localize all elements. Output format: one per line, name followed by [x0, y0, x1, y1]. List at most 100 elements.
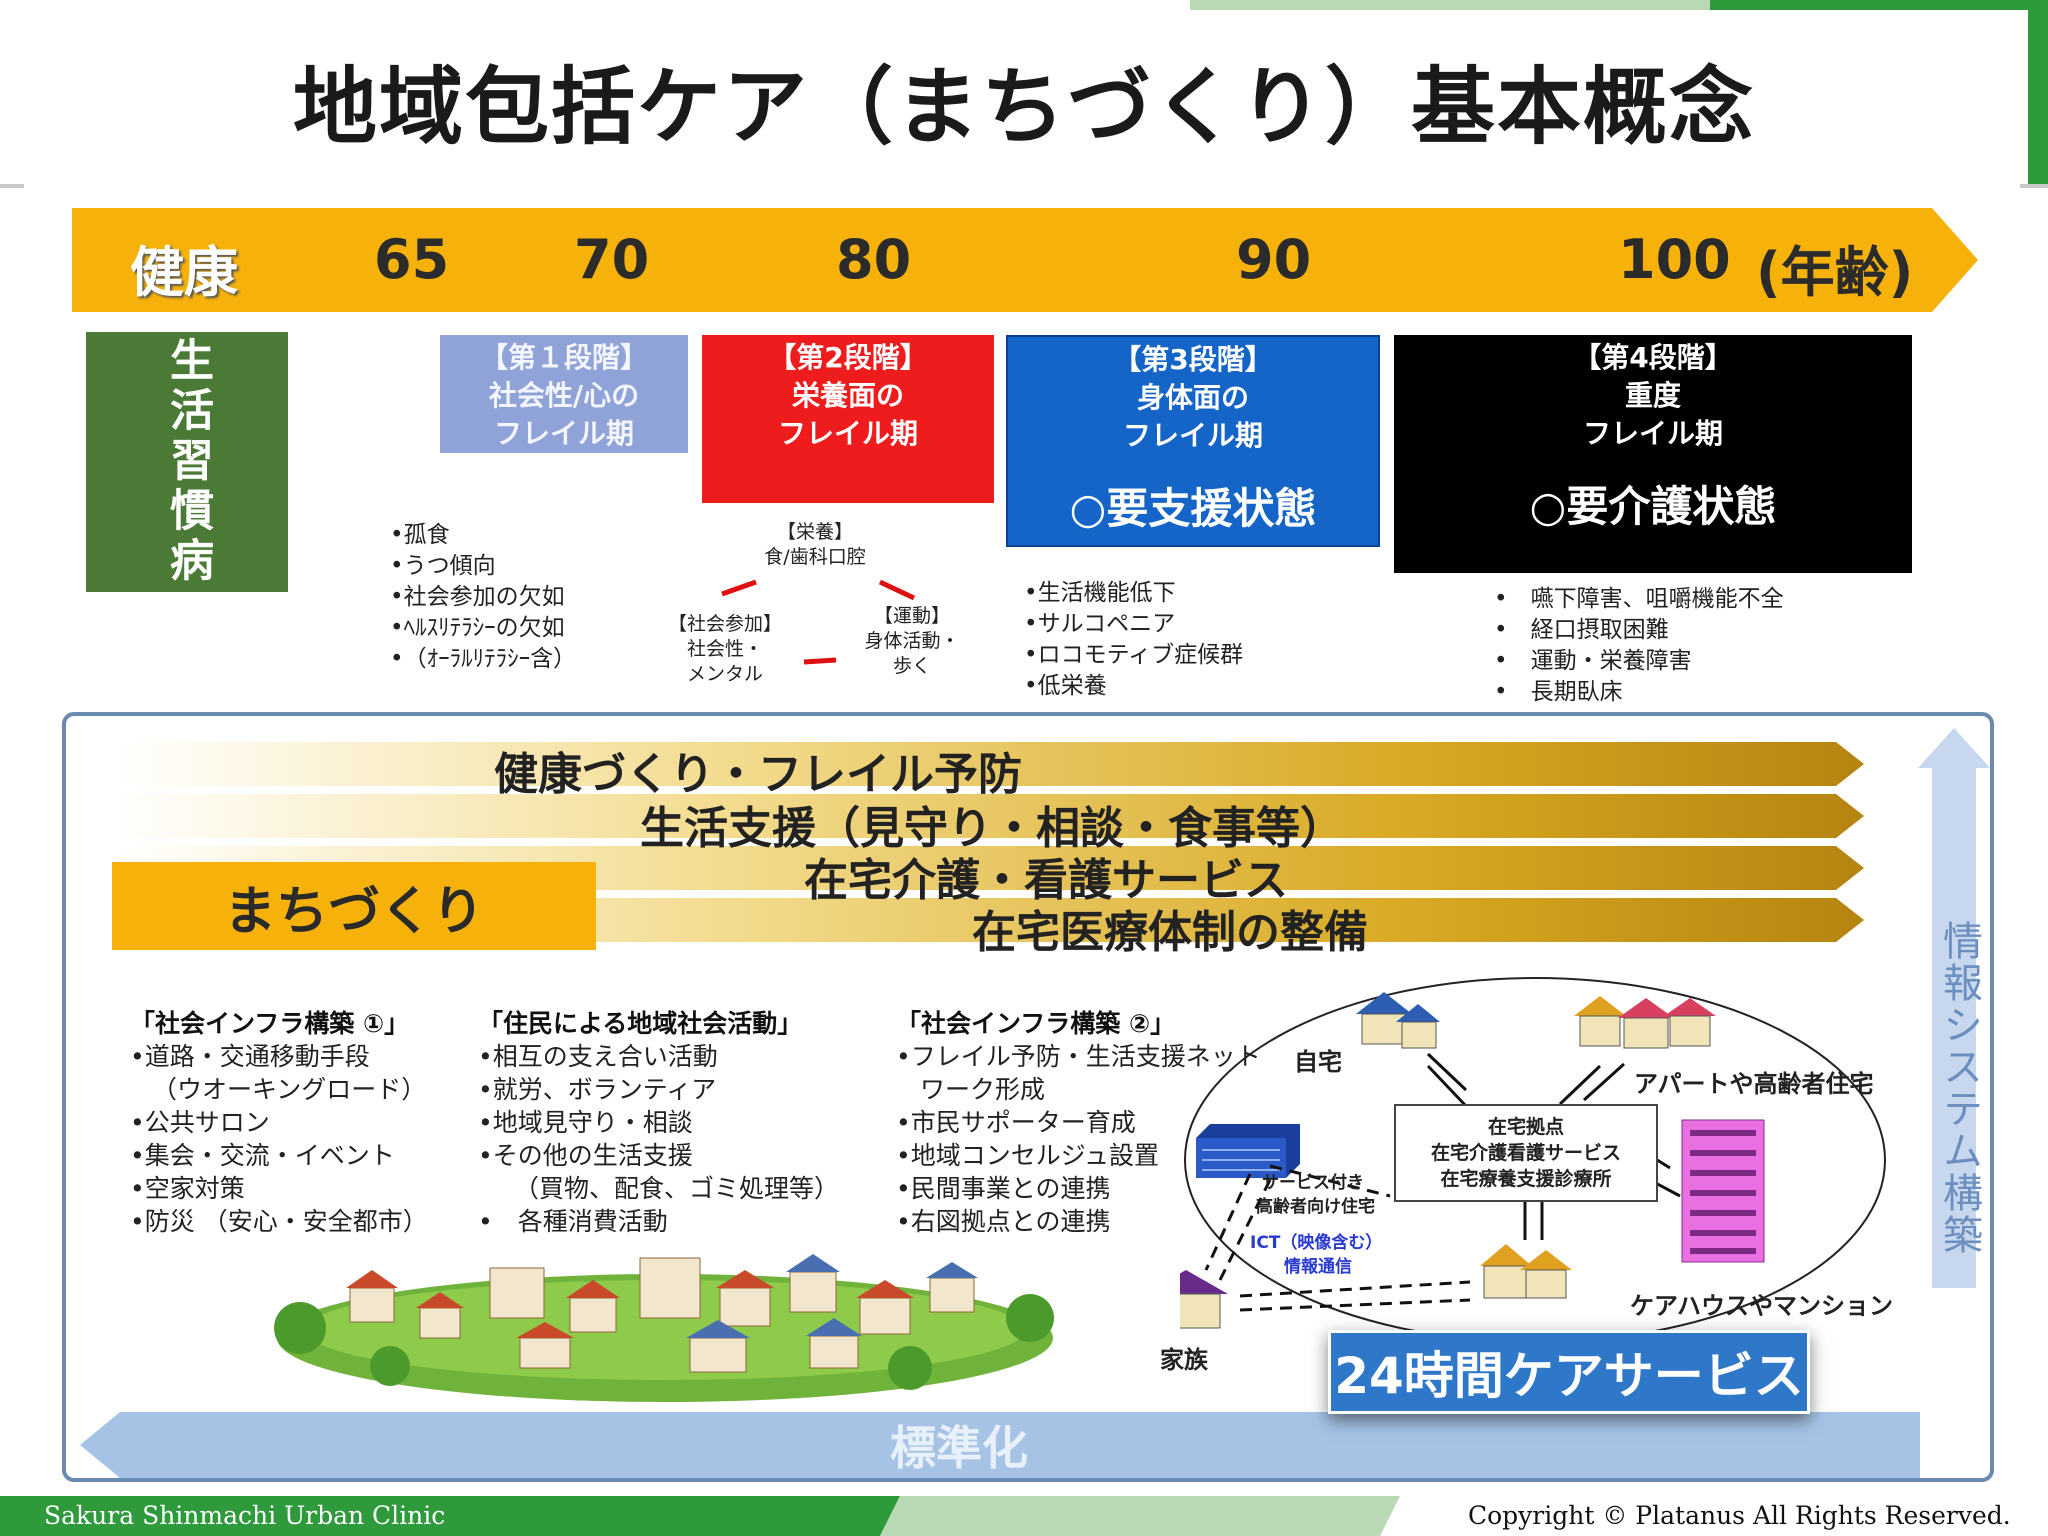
stage-3-box: 【第3段階】 身体面の フレイル期 ○要支援状態 [1006, 335, 1380, 547]
list-item: •フレイル予防・生活支援ネット [896, 1042, 1261, 1071]
list-item: •地域コンセルジュ設置 [896, 1141, 1159, 1170]
stage-1-line1: 【第１段階】 [479, 341, 648, 374]
list-item: •（ｵｰﾗﾙﾘﾃﾗｼｰ含） [390, 646, 577, 672]
support-state-label: ○要支援状態 [1069, 484, 1317, 533]
home-care-hub: 在宅拠点 在宅介護看護サービス 在宅療養支援診療所 [1394, 1104, 1658, 1202]
list-item: •生活機能低下 [1024, 580, 1176, 606]
ict-system-arrow [1918, 728, 1990, 1288]
cycle-arrows [721, 579, 916, 665]
family-label: 家族 [1160, 1346, 1208, 1374]
list-item: •空家対策 [130, 1174, 245, 1203]
list-item: •その他の生活支援 [478, 1141, 693, 1170]
list-item: • 長期臥床 [1494, 679, 1623, 705]
care-state-label: ○要介護状態 [1529, 482, 1777, 531]
age-90: 90 [1236, 228, 1312, 291]
ict-label-2: 情報通信 [1284, 1257, 1352, 1277]
column-heading: 「社会インフラ構築 ②」 [896, 1009, 1176, 1038]
column-resident-activities: 「住民による地域社会活動」 •相互の支え合い活動 •就労、ボランティア •地域見… [478, 1004, 839, 1238]
list-item: •孤食 [390, 522, 450, 548]
cycle-social-text1: 社会性・ [686, 638, 763, 660]
list-item: • 経口摂取困難 [1494, 617, 1669, 643]
standardization-label: 標準化 [890, 1421, 1028, 1475]
bar-life-support: 生活支援（見守り・相談・食事等） [640, 803, 1344, 854]
list-item: •就労、ボランティア [478, 1075, 717, 1104]
list-item: •道路・交通移動手段 [130, 1042, 370, 1071]
list-item: •集会・交流・イベント [130, 1141, 395, 1170]
cycle-social: 【社会参加】 社会性・ メンタル [660, 612, 790, 687]
list-item: • 運動・栄養障害 [1494, 648, 1692, 674]
carehouse-label: ケアハウスやマンション [1630, 1292, 1894, 1320]
stage-1-line3: フレイル期 [493, 417, 634, 450]
list-item: •防災 （安心・安全都市） [130, 1207, 428, 1236]
list-item: •低栄養 [1024, 673, 1107, 699]
stage-4-line1: 【第4段階】 [1573, 341, 1733, 374]
right-accent-bar [2028, 0, 2048, 185]
column-infra-2: 「社会インフラ構築 ②」 •フレイル予防・生活支援ネット ワーク形成 •市民サポ… [896, 1004, 1261, 1238]
age-100: 100 [1618, 228, 1731, 291]
list-item: •ロコモティブ症候群 [1024, 642, 1244, 668]
care-24h-label: 24時間ケアサービス [1328, 1330, 1810, 1414]
cycle-nutrition-title: 【栄養】 [776, 521, 853, 543]
list-item: •うつ傾向 [390, 553, 496, 579]
stage-1-list: •孤食 •うつ傾向 •社会参加の欠如 •ﾍﾙｽﾘﾃﾗｼｰの欠如 •（ｵｰﾗﾙﾘﾃ… [390, 520, 576, 675]
column-heading: 「社会インフラ構築 ①」 [130, 1009, 410, 1038]
stage-1-box: 【第１段階】 社会性/心の フレイル期 [440, 335, 688, 453]
stage-3-line2: 身体面の [1136, 381, 1249, 414]
bar-home-care: 在宅介護・看護サービス [804, 855, 1288, 906]
ict-label-1: ICT（映像含む） [1250, 1233, 1383, 1253]
list-item: •サルコペニア [1024, 611, 1176, 637]
lifestyle-disease-box: 生活習慣病 [86, 332, 288, 592]
bar-health-promotion: 健康づくり・フレイル予防 [494, 749, 1022, 800]
age-70: 70 [574, 228, 650, 291]
age-arrow [72, 208, 1982, 312]
column-heading: 「住民による地域社会活動」 [478, 1009, 803, 1038]
stage-4-list: • 嚥下障害、咀嚼機能不全 • 経口摂取困難 • 運動・栄養障害 • 長期臥床 [1494, 584, 1784, 708]
stage-2-line2: 栄養面の [791, 379, 904, 412]
age-unit: (年齢) [1756, 241, 1914, 304]
community-care-frame [62, 712, 1994, 1482]
hub-line-2: 在宅介護看護サービス [1430, 1142, 1621, 1164]
list-item: •地域見守り・相談 [478, 1108, 693, 1137]
machizukuri-label: まちづくり [112, 862, 596, 950]
cycle-exercise-title: 【運動】 [873, 605, 950, 627]
town-illustration [274, 1254, 1054, 1402]
list-item: •公共サロン [130, 1108, 270, 1137]
stage-2-box: 【第2段階】 栄養面の フレイル期 [702, 335, 994, 503]
standardization-arrow [80, 1412, 1920, 1478]
cycle-social-title: 【社会参加】 [667, 613, 782, 635]
footer-copyright: Copyright © Platanus All Rights Reserved… [1468, 1501, 2011, 1530]
stage-2-line1: 【第2段階】 [768, 341, 928, 374]
footer-bar [0, 1496, 1400, 1536]
list-item: •民間事業との連携 [896, 1174, 1111, 1203]
footer-clinic-name: Sakura Shinmachi Urban Clinic [44, 1501, 446, 1530]
cycle-nutrition-text: 食/歯科口腔 [764, 546, 866, 568]
age-80: 80 [836, 228, 912, 291]
list-item: •社会参加の欠如 [390, 584, 565, 610]
stage-3-line3: フレイル期 [1122, 419, 1263, 452]
list-item: （買物、配食、ゴミ処理等） [514, 1174, 840, 1203]
stage-4-box: 【第4段階】 重度 フレイル期 ○要介護状態 [1394, 335, 1912, 573]
list-item: •ﾍﾙｽﾘﾃﾗｼｰの欠如 [390, 615, 565, 641]
service-housing-label-2: 高齢者向け住宅 [1256, 1197, 1375, 1217]
health-label: 健康 [130, 241, 238, 304]
stage-1-line2: 社会性/心の [488, 379, 640, 412]
cycle-exercise-text2: 歩く [892, 655, 931, 677]
cycle-social-text2: メンタル [686, 663, 763, 685]
care-network-diagram [1180, 977, 1886, 1343]
hub-line-1: 在宅拠点 [1487, 1116, 1564, 1138]
slide-title: 地域包括ケア（まちづくり）基本概念 [292, 58, 1755, 156]
list-item: •相互の支え合い活動 [478, 1042, 718, 1071]
stage-4-line2: 重度 [1624, 379, 1681, 412]
list-item: （ウオーキングロード） [152, 1075, 427, 1104]
service-housing-label-1: サービス付き [1262, 1173, 1364, 1193]
stage-3-line1: 【第3段階】 [1113, 343, 1273, 376]
cycle-exercise-text1: 身体活動・ [864, 630, 960, 652]
list-item: •右図拠点との連携 [896, 1207, 1111, 1236]
list-item: •市民サポーター育成 [896, 1108, 1136, 1137]
home-label: 自宅 [1294, 1048, 1342, 1076]
top-accent-bar-dark [1710, 0, 2048, 10]
cycle-exercise: 【運動】 身体活動・ 歩く [852, 604, 972, 679]
right-divider [2020, 184, 2048, 188]
stage-4-line3: フレイル期 [1582, 417, 1723, 450]
apartment-label: アパートや高齢者住宅 [1634, 1070, 1874, 1098]
